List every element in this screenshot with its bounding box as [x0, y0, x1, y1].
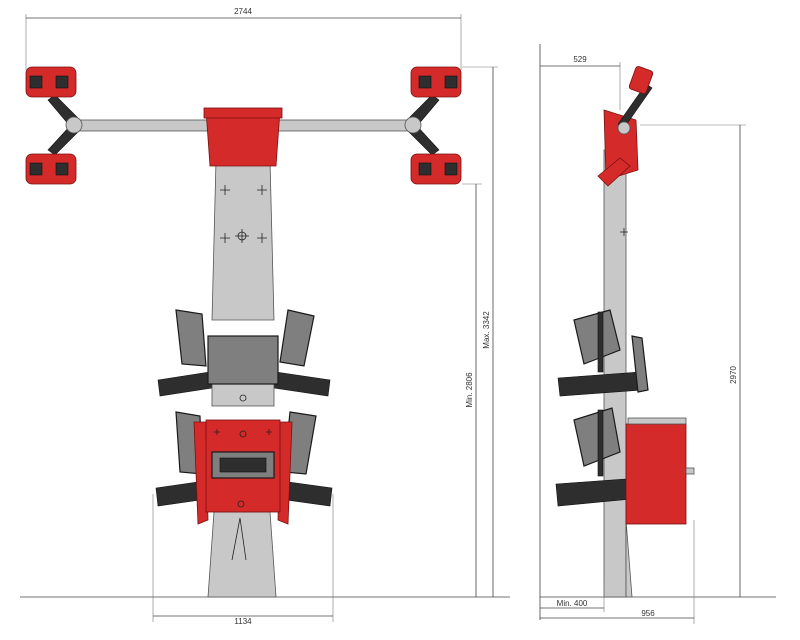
dim-min-height: Min. 2806	[462, 183, 482, 597]
dim-overall-width: 2744	[25, 7, 462, 70]
dim-reach-label: 529	[573, 55, 587, 64]
cabinet-lock	[237, 500, 245, 508]
left-top-camera	[25, 66, 77, 98]
dim-max-height: Max. 3342	[462, 66, 498, 597]
side-cabinet	[625, 417, 695, 525]
left-top-camera-lens-a	[29, 75, 43, 89]
top-housing	[205, 109, 281, 167]
left-bottom-camera	[25, 153, 77, 185]
left-arm-hub	[65, 116, 83, 134]
dim-side-height-label: 2970	[729, 366, 738, 384]
base-detail	[231, 517, 247, 561]
front-right-upper-target	[279, 309, 315, 367]
right-bottom-camera-lens-a	[418, 162, 432, 176]
column-base	[207, 511, 277, 598]
cabinet-markers	[214, 429, 272, 435]
side-lower-target-rod	[597, 409, 604, 477]
side-view: 529 2970 Min. 400 956	[539, 44, 776, 624]
dim-overall-width-label: 2744	[234, 7, 252, 16]
left-camera-assembly	[25, 66, 83, 185]
front-left-upper-target	[175, 309, 207, 367]
cabinet-indicator	[239, 430, 247, 438]
cabinet-left-door	[193, 421, 209, 525]
front-monitor	[207, 335, 279, 385]
front-mid-bracket-hole	[239, 394, 247, 402]
side-top-camera	[628, 66, 654, 94]
side-lower-target	[555, 407, 643, 507]
side-head	[597, 66, 654, 187]
right-top-camera-lens-a	[418, 75, 432, 89]
side-cabinet-handle	[685, 467, 695, 475]
side-upper-clamp	[557, 371, 643, 397]
column-markers	[220, 185, 267, 243]
right-top-camera	[410, 66, 462, 98]
side-monitor	[631, 335, 649, 393]
dim-side-height: 2970	[640, 124, 746, 597]
side-column-marker	[620, 228, 628, 236]
front-cabinet	[193, 419, 293, 525]
dim-base-width: 1134	[152, 494, 334, 626]
side-bottom-camera	[597, 157, 631, 187]
left-bottom-camera-lens-b	[55, 162, 69, 176]
front-right-upper-clamp	[273, 371, 331, 397]
front-view: 2744 1134 Min. 2806 Max. 3342	[20, 7, 510, 626]
dim-min-height-label: Min. 2806	[465, 372, 474, 408]
dim-min-depth: Min. 400	[540, 580, 605, 612]
side-cabinet-top	[627, 417, 687, 425]
dim-max-height-label: Max. 3342	[482, 311, 491, 349]
side-upper-target-rod	[597, 311, 604, 373]
top-housing-lid	[203, 107, 283, 119]
right-arm-hub	[404, 116, 422, 134]
right-bottom-camera	[410, 153, 462, 185]
cabinet-drawer-inner	[219, 457, 267, 473]
side-column-foot	[625, 519, 633, 598]
dim-min-depth-label: Min. 400	[557, 599, 588, 608]
side-head-hub	[617, 121, 631, 135]
right-top-camera-lens-b	[444, 75, 458, 89]
dim-reach: 529	[540, 55, 621, 110]
left-top-camera-lens-b	[55, 75, 69, 89]
side-upper-target	[557, 309, 643, 397]
dim-depth-label: 956	[641, 609, 655, 618]
front-left-upper-clamp	[157, 371, 213, 397]
right-camera-assembly	[404, 66, 462, 185]
left-bottom-camera-lens-a	[29, 162, 43, 176]
right-bottom-camera-lens-b	[444, 162, 458, 176]
side-cabinet-body	[625, 423, 687, 525]
dim-base-width-label: 1134	[234, 617, 252, 626]
dim-depth: 956	[540, 520, 695, 624]
